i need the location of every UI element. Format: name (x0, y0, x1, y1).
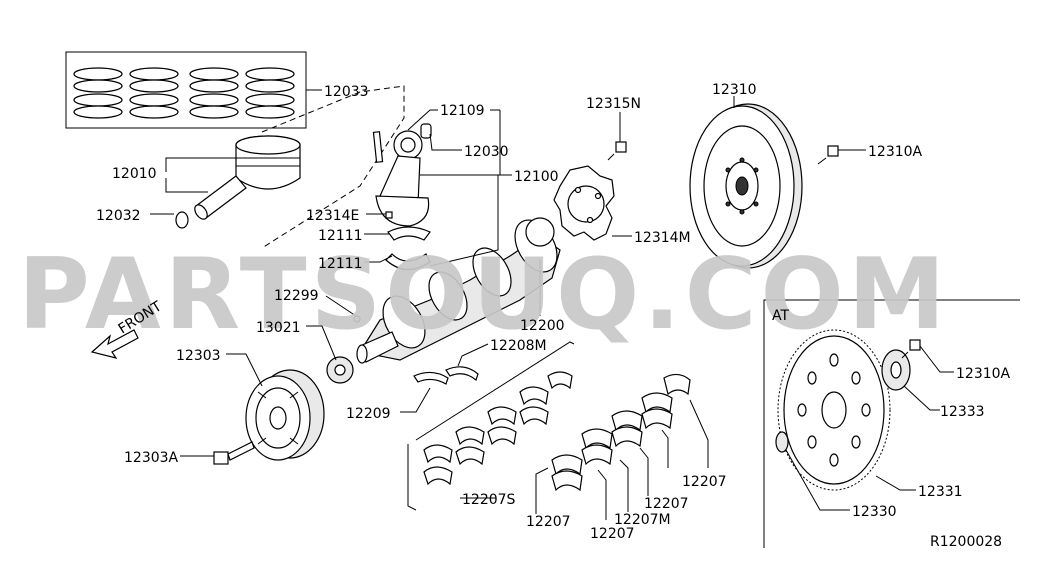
rod-bearing-upper[interactable] (387, 226, 431, 241)
ring-set-1 (73, 67, 123, 119)
crank-sprocket[interactable] (326, 356, 354, 384)
snap-ring[interactable] (175, 211, 189, 229)
part-label[interactable]: 12303 (176, 348, 221, 364)
part-label[interactable]: 12207 (682, 474, 727, 490)
crankshaft-pulley[interactable] (245, 369, 325, 461)
ring-set-4 (245, 67, 295, 119)
flywheel-bolt[interactable] (817, 145, 839, 165)
part-label[interactable]: 12315N (586, 96, 641, 112)
ring-set-3 (189, 67, 239, 119)
part-label[interactable]: 12207 (590, 526, 635, 542)
diagram-code: R1200028 (930, 534, 1002, 550)
connecting-rod[interactable] (372, 123, 432, 227)
part-label[interactable]: 12032 (96, 208, 141, 224)
part-label[interactable]: 12303A (124, 450, 179, 466)
crankshaft[interactable] (356, 213, 566, 364)
flywheel-mt[interactable] (689, 103, 803, 269)
individual-bearings[interactable] (551, 373, 691, 492)
drive-plate-at[interactable] (777, 329, 891, 491)
part-label[interactable]: 12207 (644, 496, 689, 512)
piston[interactable] (235, 135, 301, 190)
at-section-frame (763, 299, 1020, 548)
part-label[interactable]: 12111 (318, 228, 363, 244)
leader-lines (150, 89, 954, 520)
part-label[interactable]: 12109 (440, 103, 485, 119)
main-bearing-set[interactable] (407, 341, 575, 511)
part-label[interactable]: 12310 (712, 82, 757, 98)
plug[interactable] (353, 315, 361, 323)
watermark-text: PARTSOUQ.COM (18, 238, 949, 352)
thrust-bearing-2[interactable] (445, 366, 479, 382)
part-label[interactable]: 12331 (918, 484, 963, 500)
ring-set-2 (129, 67, 179, 119)
part-label[interactable]: 12333 (940, 404, 985, 420)
rod-bushing[interactable] (420, 123, 432, 139)
part-label[interactable]: 12207S (462, 492, 516, 508)
part-label[interactable]: 12330 (852, 504, 897, 520)
piston-pin[interactable] (192, 175, 247, 221)
pulley-bolt[interactable] (213, 441, 255, 465)
part-label[interactable]: 12209 (346, 406, 391, 422)
front-arrow (90, 329, 139, 359)
part-label[interactable]: 12033 (324, 84, 369, 100)
part-label[interactable]: 12207M (614, 512, 671, 528)
part-label[interactable]: 12100 (514, 169, 559, 185)
part-label[interactable]: 12200 (520, 318, 565, 334)
signal-plate-bolt[interactable] (607, 141, 627, 161)
drive-plate-bolt[interactable] (901, 339, 921, 359)
part-label[interactable]: 12208M (490, 338, 547, 354)
part-label[interactable]: 12207 (526, 514, 571, 530)
part-label[interactable]: 12030 (464, 144, 509, 160)
pilot-converter[interactable] (775, 431, 789, 453)
part-label[interactable]: 12299 (274, 288, 319, 304)
part-label[interactable]: 12310A (868, 144, 923, 160)
reinforcement-plate[interactable] (881, 349, 911, 391)
section-label-at: AT (772, 308, 789, 324)
rod-bearing-lower[interactable] (385, 253, 431, 271)
thrust-bearing-1[interactable] (413, 371, 449, 385)
part-label[interactable]: 12314E (306, 208, 359, 224)
signal-plate[interactable] (553, 165, 615, 241)
part-label[interactable]: 12111 (318, 256, 363, 272)
part-label[interactable]: 12010 (112, 166, 157, 182)
rod-nut[interactable] (385, 211, 393, 219)
piston-rings-group[interactable] (65, 51, 307, 129)
part-labels: 12033 12109 12010 12030 12032 12100 1231… (96, 82, 1011, 542)
part-label[interactable]: 13021 (256, 320, 301, 336)
part-label[interactable]: 12314M (634, 230, 691, 246)
part-label[interactable]: 12310A (956, 366, 1011, 382)
